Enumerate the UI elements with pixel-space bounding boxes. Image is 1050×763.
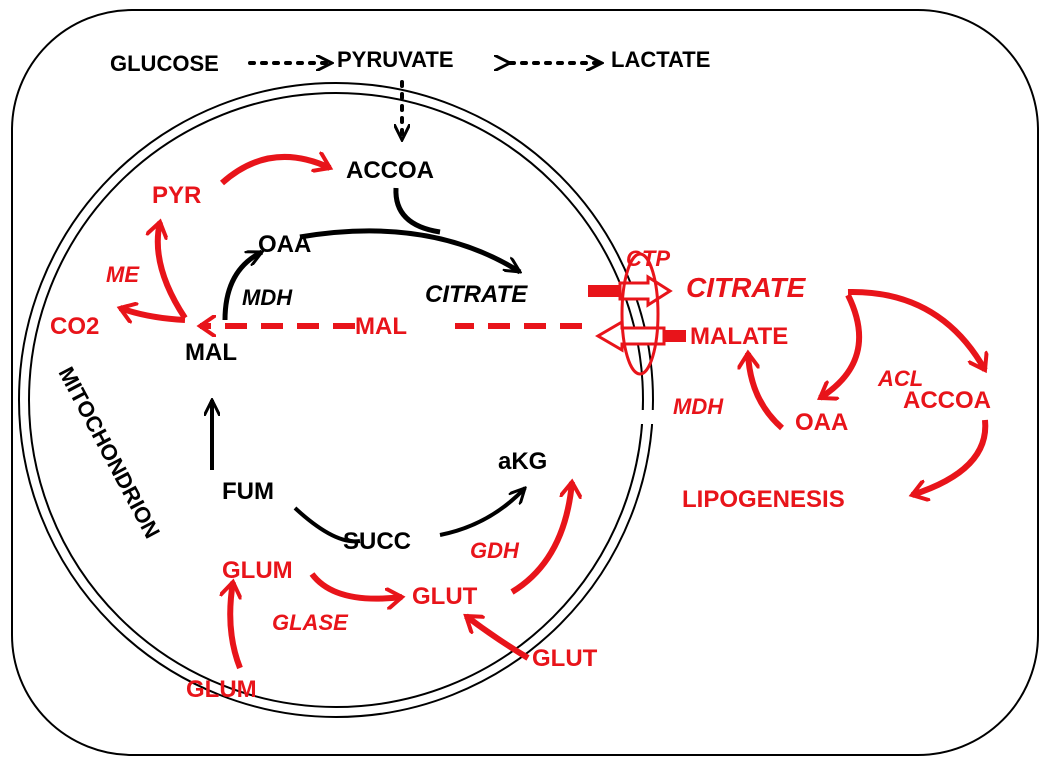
mito-citrate-label: CITRATE [425, 281, 528, 308]
glycolysis-arrows [248, 63, 604, 142]
mito-glut-label: GLUT [412, 583, 478, 610]
mito-oaa-label: OAA [258, 231, 311, 258]
mito-mdh-label: MDH [242, 285, 293, 310]
co2-label: CO2 [50, 313, 99, 340]
glucose-label: GLUCOSE [110, 51, 219, 76]
mito-glum-label: GLUM [222, 557, 293, 584]
ctp-label: CTP [626, 246, 670, 271]
cyto-glum-label: GLUM [186, 676, 257, 703]
malic-enzyme-label: ME [106, 262, 140, 287]
mito-mal-red-label: MAL [355, 313, 407, 340]
acl-label: ACL [877, 366, 923, 391]
mitochondrion-label: MITOCHONDRION [54, 363, 165, 543]
mito-pyr-label: PYR [152, 182, 201, 209]
citrate-transporter [588, 252, 686, 376]
tca-cycle-arrows [212, 187, 525, 544]
fum-label: FUM [222, 478, 274, 505]
mito-accoa-label: ACCOA [346, 157, 434, 184]
mitochondrion-membrane [18, 82, 654, 718]
pyruvate-label: PYRUVATE [337, 47, 454, 72]
cyto-accoa-label: ACCOA [903, 387, 991, 414]
lipogenesis-label: LIPOGENESIS [682, 486, 845, 513]
cyto-citrate-label: CITRATE [686, 272, 807, 303]
mito-mal-label: MAL [185, 339, 237, 366]
lactate-label: LACTATE [611, 47, 710, 72]
cyto-mdh-label: MDH [673, 394, 724, 419]
cyto-malate-label: MALATE [690, 323, 788, 350]
akg-label: aKG [498, 448, 547, 475]
cyto-glut-label: GLUT [532, 645, 598, 672]
glase-label: GLASE [272, 610, 349, 635]
succ-label: SUCC [343, 528, 411, 555]
cyto-oaa-label: OAA [795, 409, 848, 436]
membrane-gap [632, 410, 654, 424]
gdh-label: GDH [470, 538, 520, 563]
cell-membrane [11, 9, 1039, 756]
red-pathway-arrows [120, 157, 985, 670]
